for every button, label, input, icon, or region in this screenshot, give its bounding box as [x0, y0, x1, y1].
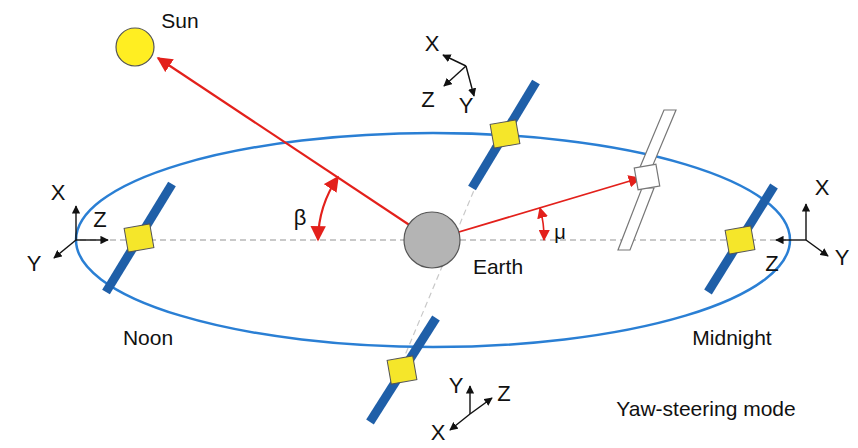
- midnight-label: Midnight: [692, 327, 771, 348]
- beta-symbol: β: [294, 207, 307, 229]
- mode-label: Yaw-steering mode: [616, 398, 795, 419]
- axis-letter: Z: [765, 253, 778, 275]
- axis-letter: X: [51, 182, 66, 204]
- axis-letter: Y: [449, 375, 464, 397]
- axis-letter: Z: [497, 383, 510, 405]
- axis-letter: Y: [27, 253, 42, 275]
- axis-letter: X: [815, 177, 830, 199]
- satellite-top: [472, 82, 536, 188]
- satellite-noon: [106, 184, 172, 292]
- sun-disc: [116, 28, 154, 66]
- satellite-bottom: [370, 318, 436, 422]
- axis-letter: Y: [835, 247, 850, 269]
- sun-vector: [158, 58, 432, 240]
- earth-label: Earth: [473, 256, 523, 277]
- sun-label: Sun: [161, 10, 198, 31]
- axis-letter: X: [425, 33, 440, 55]
- axis-triads: [54, 55, 828, 430]
- satellite-vector: [432, 178, 640, 240]
- beta-arc: [318, 177, 338, 240]
- earth-disc: [404, 212, 460, 268]
- mu-symbol: μ: [554, 222, 566, 242]
- orbit-ellipse: [76, 133, 790, 347]
- satellite-outline: [618, 110, 676, 250]
- axis-letter: Y: [459, 95, 474, 117]
- satellite-midnight: [708, 186, 774, 292]
- axis-letter: Z: [93, 209, 106, 231]
- mu-arc: [540, 208, 544, 240]
- noon-label: Noon: [123, 327, 173, 348]
- axis-letter: Z: [421, 89, 434, 111]
- axis-letter: X: [431, 422, 446, 444]
